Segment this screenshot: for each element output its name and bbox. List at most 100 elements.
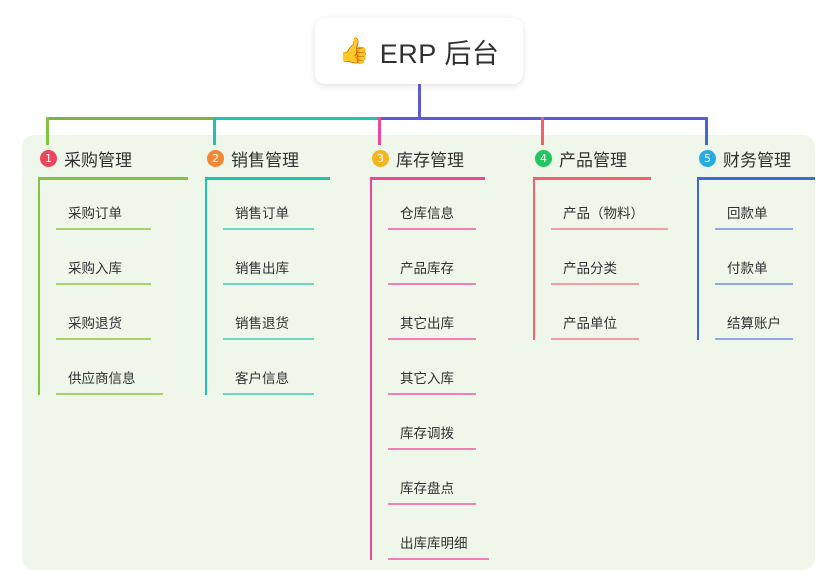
leaf-label: 产品单位 [563,316,617,331]
leaf-underline [715,338,793,340]
branch-column-5: 5 财务管理回款单付款单结算账户 [697,146,815,345]
branch-column-4: 4 产品管理产品（物料） 产品分类产品单位 [533,146,668,345]
leaf-underline [388,393,476,395]
leaf-label: 结算账户 [727,316,781,331]
leaf-label: 销售出库 [235,261,289,276]
leaf-label: 库存盘点 [400,481,454,496]
branch-badge-4: 4 [535,149,552,167]
branch-spine-4 [533,180,535,340]
leaf-underline [388,228,476,230]
branch-header-4[interactable]: 4 产品管理 [533,146,651,170]
leaf-underline [551,283,639,285]
leaf-label: 客户信息 [235,371,289,386]
branch-leaf-list-4: 产品（物料） 产品分类产品单位 [533,180,668,345]
leaf-underline [56,283,151,285]
leaf-node[interactable]: 结算账户 [715,290,815,345]
leaf-node[interactable]: 采购订单 [56,180,188,235]
leaf-node[interactable]: 客户信息 [223,345,330,400]
connector-bar-green [46,117,213,120]
branch-spine-1 [38,180,40,395]
leaf-underline [223,228,314,230]
leaf-node[interactable]: 供应商信息 [56,345,188,400]
leaf-label: 仓库信息 [400,206,454,221]
branch-column-2: 2 销售管理销售订单销售出库销售退货客户信息 [205,146,330,400]
branch-spine-2 [205,180,207,395]
leaf-label: 出库库明细 [400,536,468,551]
leaf-underline [388,448,476,450]
leaf-label: 库存调拨 [400,426,454,441]
leaf-label: 采购订单 [68,206,122,221]
branch-title-4: 产品管理 [559,150,627,170]
leaf-node[interactable]: 产品库存 [388,235,485,290]
branch-underline-3 [370,177,485,180]
leaf-node[interactable]: 回款单 [715,180,815,235]
connector-bar-teal [213,117,378,120]
connector-drop-1 [46,117,49,145]
leaf-underline [715,283,793,285]
leaf-node[interactable]: 采购退货 [56,290,188,345]
leaf-node[interactable]: 出库库明细 [388,510,489,565]
leaf-node[interactable]: 库存调拨 [388,400,485,455]
root-node[interactable]: 👍 ERP 后台 [315,18,523,84]
leaf-node[interactable]: 采购入库 [56,235,188,290]
branch-column-3: 3 库存管理仓库信息产品库存其它出库其它入库库存调拨库存盘点出库库明细 [370,146,489,565]
leaf-underline [223,338,314,340]
leaf-node[interactable]: 产品单位 [551,290,651,345]
connector-drop-4 [541,117,544,145]
connector-drop-3 [378,117,381,145]
leaf-underline [56,338,151,340]
branch-underline-4 [533,177,651,180]
leaf-underline [551,338,639,340]
leaf-underline [388,283,476,285]
leaf-underline [388,338,476,340]
branch-leaf-list-1: 采购订单采购入库采购退货供应商信息 [38,180,188,400]
leaf-label: 采购退货 [68,316,122,331]
branch-header-2[interactable]: 2 销售管理 [205,146,330,170]
leaf-label: 产品分类 [563,261,617,276]
branch-spine-5 [697,180,699,340]
leaf-underline [388,503,476,505]
branch-leaf-list-5: 回款单付款单结算账户 [697,180,815,345]
leaf-label: 销售退货 [235,316,289,331]
leaf-label: 产品（物料） [563,206,644,221]
leaf-node[interactable]: 销售订单 [223,180,330,235]
leaf-node[interactable]: 仓库信息 [388,180,485,235]
root-node-label: ERP 后台 [379,38,500,69]
leaf-underline [223,283,314,285]
branch-title-5: 财务管理 [723,150,791,170]
branch-underline-2 [205,177,330,180]
branch-leaf-list-2: 销售订单销售出库销售退货客户信息 [205,180,330,400]
branch-badge-2: 2 [207,149,224,167]
branch-badge-5: 5 [699,149,716,167]
leaf-node[interactable]: 其它入库 [388,345,485,400]
leaf-label: 回款单 [727,206,768,221]
leaf-node[interactable]: 产品（物料） [551,180,668,235]
branch-underline-1 [38,177,188,180]
branch-spine-3 [370,180,372,560]
leaf-underline [56,393,163,395]
branch-header-3[interactable]: 3 库存管理 [370,146,485,170]
branch-leaf-list-3: 仓库信息产品库存其它出库其它入库库存调拨库存盘点出库库明细 [370,180,489,565]
leaf-label: 其它入库 [400,371,454,386]
leaf-label: 其它出库 [400,316,454,331]
branch-badge-3: 3 [372,149,389,167]
leaf-node[interactable]: 销售出库 [223,235,330,290]
leaf-node[interactable]: 付款单 [715,235,815,290]
leaf-node[interactable]: 产品分类 [551,235,651,290]
connector-drop-2 [213,117,216,145]
branch-title-2: 销售管理 [231,150,299,170]
leaf-node[interactable]: 库存盘点 [388,455,485,510]
leaf-label: 产品库存 [400,261,454,276]
leaf-label: 供应商信息 [68,371,136,386]
leaf-underline [715,228,793,230]
leaf-underline [56,228,151,230]
branch-title-3: 库存管理 [396,150,464,170]
leaf-node[interactable]: 其它出库 [388,290,485,345]
branch-header-5[interactable]: 5 财务管理 [697,146,815,170]
leaf-label: 付款单 [727,261,768,276]
leaf-node[interactable]: 销售退货 [223,290,330,345]
leaf-underline [223,393,314,395]
